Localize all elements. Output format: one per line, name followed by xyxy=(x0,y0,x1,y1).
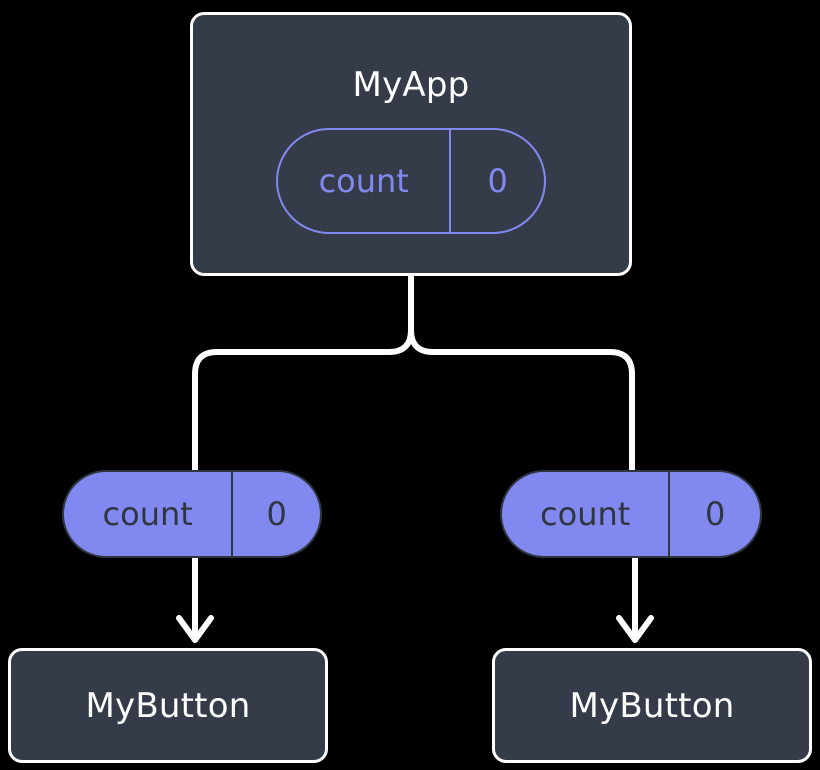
prop-to-right-child-arrowhead xyxy=(616,615,654,643)
prop-pill-right-key: count xyxy=(502,472,671,556)
state-pill-root-value: 0 xyxy=(487,162,508,200)
prop-pill-right-value: 0 xyxy=(705,495,726,533)
fork-connector-right xyxy=(408,327,635,473)
component-title-mybutton-right: MyButton xyxy=(569,685,735,726)
prop-pill-left[interactable]: count 0 xyxy=(62,470,322,558)
prop-pill-left-value: 0 xyxy=(266,495,287,533)
component-title-mybutton-left: MyButton xyxy=(85,685,251,726)
component-card-mybutton-left[interactable]: MyButton xyxy=(8,648,328,763)
component-card-mybutton-right[interactable]: MyButton xyxy=(492,648,812,763)
state-pill-root-key: count xyxy=(278,130,452,232)
component-title-myapp: MyApp xyxy=(352,65,470,105)
fork-connector xyxy=(192,273,414,473)
prop-pill-right[interactable]: count 0 xyxy=(500,470,762,558)
state-pill-root[interactable]: count 0 xyxy=(276,128,546,234)
prop-pill-left-key: count xyxy=(64,472,234,556)
prop-to-left-child-arrowhead xyxy=(176,615,214,643)
